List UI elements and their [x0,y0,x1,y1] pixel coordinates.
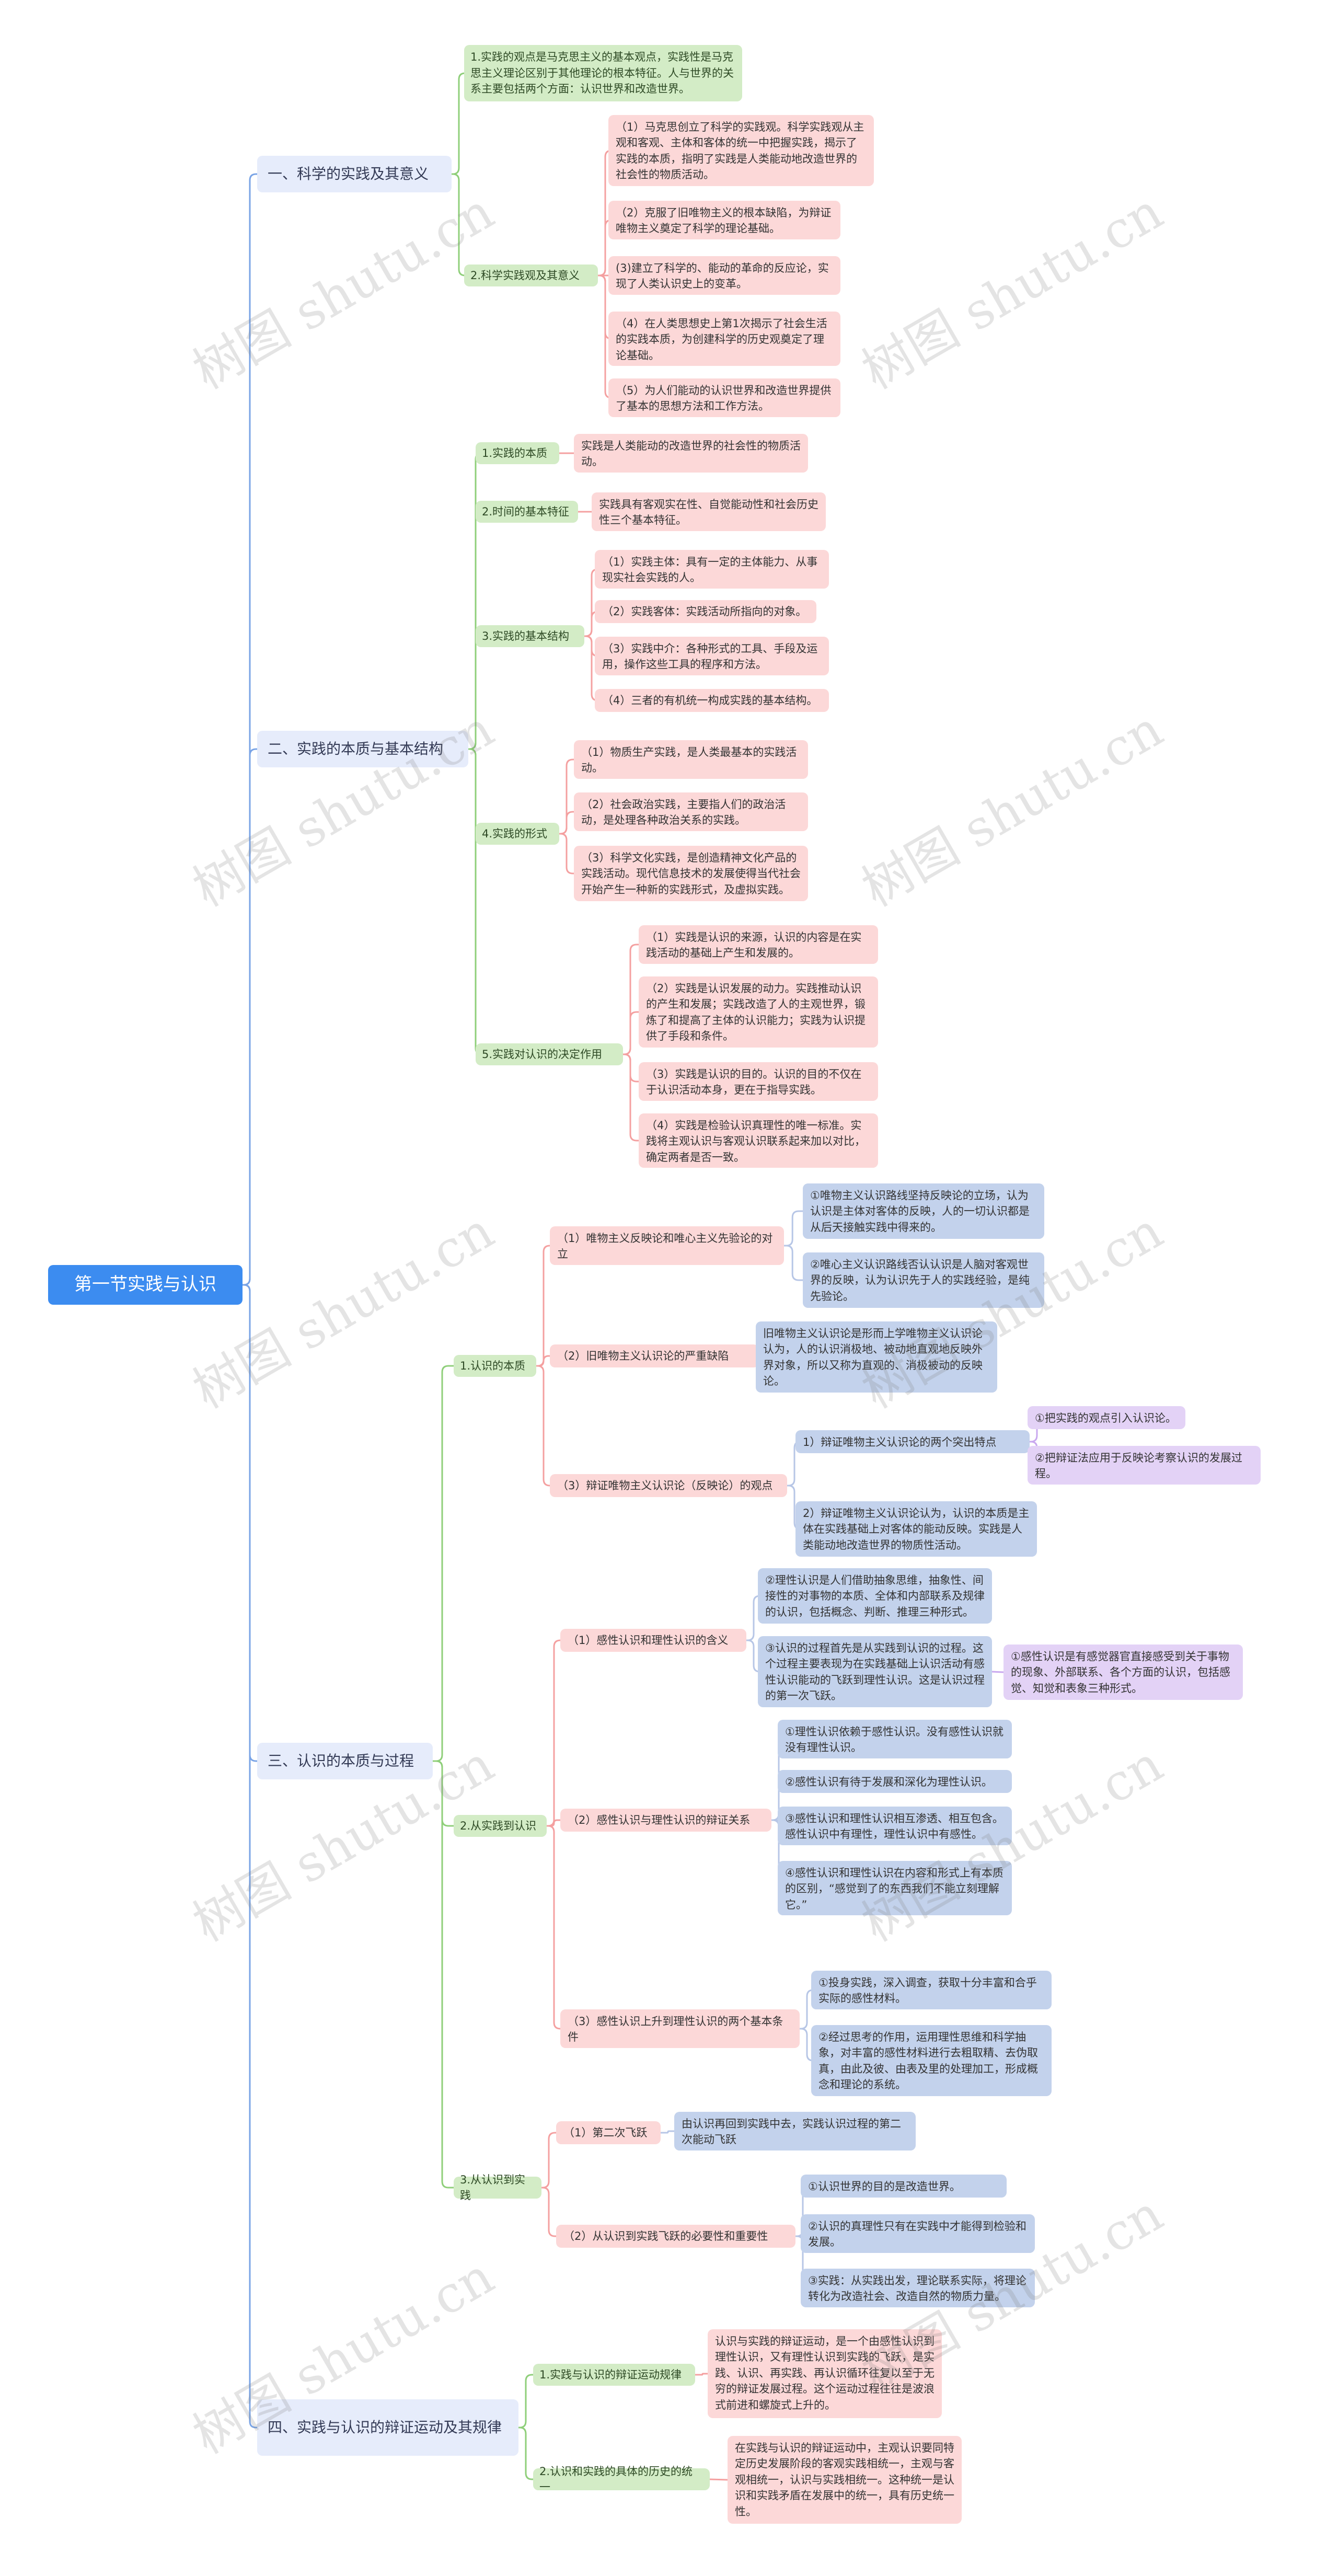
s3-a3-1[interactable]: 1）辩证唯物主义认识论的两个突出特点 [795,1430,1030,1453]
s3-b2-item-2[interactable]: ②感性认识有待于发展和深化为理性认识。 [778,1770,1012,1793]
s2-point-2[interactable]: 2.时间的基本特征 [476,501,578,523]
s3-a3-1-item-1[interactable]: ①把实践的观点引入认识论。 [1028,1406,1185,1429]
connector [559,811,574,835]
s3-a3[interactable]: （3）辩证唯物主义认识论（反映论）的观点 [550,1474,787,1497]
root-topic[interactable]: 第一节实践与认识 [48,1265,243,1305]
connector [243,1284,257,2429]
connector [452,72,466,175]
s2-point-5[interactable]: 5.实践对认识的决定作用 [476,1043,623,1065]
connector [518,2374,533,2429]
s3-c1-text[interactable]: 由认识再回到实践中去，实践认识过程的第二次能动飞跃 [674,2112,916,2150]
s2-point-3[interactable]: 3.实践的基本结构 [476,625,584,647]
s3-b1-item-2[interactable]: ③认识的过程首先是从实践到认识的过程。这个过程主要表现为在实践基础上认识活动有感… [758,1636,992,1707]
s3-b2-item-3[interactable]: ③感性认识和理性认识相互渗透、相互包含。感性认识中有理性，理性认识中有感性。 [778,1807,1012,1845]
s3-b3[interactable]: （3）感性认识上升到理性认识的两个基本条件 [560,2009,800,2048]
s4-p1-text[interactable]: 认识与实践的辩证运动，是一个由感性认识到理性认识，又有理性认识到实践的飞跃，是实… [708,2329,942,2418]
s2-p5-item-1[interactable]: （1）实践是认识的来源，认识的内容是在实践活动的基础上产生和发展的。 [639,925,878,964]
connector [784,1245,803,1281]
connector [623,1011,639,1055]
connector [518,2426,533,2480]
s2-point-4[interactable]: 4.实践的形式 [476,823,559,845]
connector [452,173,466,277]
s3-b1-item-1[interactable]: ②理性认识是人们借助抽象思维，抽象性、间接性的对事物的本质、全体和内部联系及规律… [758,1568,992,1624]
s3-point-1[interactable]: 1.认识的本质 [454,1355,536,1377]
s3-b3-item-2[interactable]: ②经过思考的作用，运用理性思维和科学抽象，对丰富的感性材料进行去粗取精、去伪取真… [811,2025,1052,2096]
s3-c2-item-1[interactable]: ①认识世界的目的是改造世界。 [801,2175,1007,2198]
s4-point-1[interactable]: 1.实践与认识的辩证运动规律 [533,2364,695,2386]
connector [433,1760,454,1827]
connector [784,1210,803,1247]
s3-a1[interactable]: （1）唯物主义反映论和唯心主义先验论的对立 [550,1226,784,1265]
s2-p3-item-4[interactable]: （4）三者的有机统一构成实践的基本结构。 [595,689,829,712]
connector [536,1365,550,1487]
s3-a2-text[interactable]: 旧唯物主义认识论是形而上学唯物主义认识论认为，人的认识消极地、被动地直观地反映外… [756,1321,997,1393]
connector [541,2187,556,2237]
s3-b1-sub[interactable]: ①感性认识是有感觉器官直接感受到关于事物的现象、外部联系、各个方面的认识，包括感… [1004,1644,1243,1700]
s2-p1-text[interactable]: 实践是人类能动的改造世界的社会性的物质活动。 [574,434,808,473]
connector [800,2028,814,2062]
connector [541,2132,556,2189]
s1-p2-item-2[interactable]: （2）克服了旧唯物主义的根本缺陷，为辩证唯物主义奠定了科学的理论基础。 [608,201,840,239]
s2-p4-item-2[interactable]: （2）社会政治实践，主要指人们的政治活动，是处理各种政治关系的实践。 [574,792,808,831]
s1-p2-item-1[interactable]: （1）马克思创立了科学的实践观。科学实践观从主观和客观、主体和客体的统一中把握实… [608,115,874,186]
s3-point-3[interactable]: 3.从认识到实践 [454,2174,541,2202]
s1-p2-item-5[interactable]: （5）为人们能动的认识世界和改造世界提供了基本的思想方法和工作方法。 [608,378,840,417]
s2-p4-item-1[interactable]: （1）物质生产实践，是人类最基本的实践活动。 [574,740,808,779]
connector [433,1365,454,1762]
s2-p3-item-1[interactable]: （1）实践主体：具有一定的主体能力、从事现实社会实践的人。 [595,550,829,589]
s3-a3-1-item-2[interactable]: ②把辩证法应用于反映论考察认识的发展过程。 [1028,1446,1261,1485]
s3-c2[interactable]: （2）从认识到实践飞跃的必要性和重要性 [556,2225,795,2248]
s2-p5-item-3[interactable]: （3）实践是认识的目的。认识的目的不仅在于认识活动本身，更在于指导实践。 [639,1062,878,1101]
s2-p2-text[interactable]: 实践具有客观实在性、自觉能动性和社会历史性三个基本特征。 [592,492,826,531]
s4-point-2[interactable]: 2.认识和实践的具体的历史的统一 [533,2465,710,2493]
connector [746,1639,760,1673]
connector [709,2478,728,2481]
s2-p5-item-2[interactable]: （2）实践是认识发展的动力。实践推动认识的产生和发展；实践改造了人的主观世界，锻… [639,976,878,1048]
connector [623,1053,639,1142]
s2-p4-item-3[interactable]: （3）科学文化实践，是创造精神文化产品的实践活动。现代信息技术的发展使得当代社会… [574,846,808,901]
connector [536,1245,550,1367]
s1-p2-item-4[interactable]: （4）在人类思想史上第1次揭示了社会生活的实践本质，为创建科学的历史观奠定了理论… [608,312,840,366]
connector [547,1639,561,1827]
section-3-title[interactable]: 三、认识的本质与过程 [257,1743,433,1779]
s3-a1-item-2[interactable]: ②唯心主义认识路线否认认识是人脑对客观世界的反映，认为认识先于人的实践经验，是纯… [803,1252,1044,1308]
s2-p3-item-3[interactable]: （3）实践中介：各种形式的工具、手段及运用，操作这些工具的程序和方法。 [595,637,829,675]
s3-c2-item-2[interactable]: ②认识的真理性只有在实践中才能得到检验和发展。 [801,2214,1035,2253]
connector [559,833,574,875]
s1-p2-item-3[interactable]: (3)建立了科学的、能动的革命的反应论，实现了人类认识史上的变革。 [608,256,840,295]
s3-c2-item-3[interactable]: ③实践：从实践出发，理论联系实际，将理论转化为改造社会、改造自然的物质力量。 [801,2269,1035,2307]
s3-c1[interactable]: （1）第二次飞跃 [556,2121,661,2144]
connector [468,635,482,750]
connector [243,748,257,1286]
connector [547,1825,561,2030]
s3-b1[interactable]: （1）感性认识和理性认识的含义 [560,1629,746,1652]
s3-a1-item-1[interactable]: ①唯物主义认识路线坚持反映论的立场，认为认识是主体对客体的反映，人的一切认识都是… [803,1183,1044,1239]
connector [661,2130,674,2134]
s2-p5-item-4[interactable]: （4）实践是检验认识真理性的唯一标准。实践将主观认识与客观认识联系起来加以对比，… [639,1113,878,1168]
s2-p3-item-2[interactable]: （2）实践客体：实践活动所指向的对象。 [595,600,816,623]
section-2-title[interactable]: 二、实践的本质与基本结构 [257,731,468,767]
s2-point-1[interactable]: 1.实践的本质 [476,442,559,464]
s1-point-2[interactable]: 2.科学实践观及其意义 [464,264,598,286]
s3-a3-2[interactable]: 2）辩证唯物主义认识论认为，认识的本质是主体在实践基础上对客体的能动反映。实践是… [795,1501,1037,1557]
s1-point-1[interactable]: 1.实践的观点是马克思主义的基本观点，实践性是马克思主义理论区别于其他理论的根本… [464,45,742,101]
s3-b3-item-1[interactable]: ①投身实践，深入调查，获取十分丰富和合乎实际的感性材料。 [811,1971,1052,2009]
connector [433,1760,454,2189]
s3-b2-item-1[interactable]: ①理性认识依赖于感性认识。没有感性认识就没有理性认识。 [778,1720,1012,1758]
s3-b2-item-4[interactable]: ④感性认识和理性认识在内容和形式上有本质的区别，“感觉到了的东西我们不能立刻理解… [778,1861,1012,1915]
section-4-title[interactable]: 四、实践与认识的辩证运动及其规律 [257,2399,518,2456]
s3-a2[interactable]: （2）旧唯物主义认识论的严重缺陷 [550,1344,759,1367]
connector [468,748,482,1055]
section-1-title[interactable]: 一、科学的实践及其意义 [257,156,452,192]
s3-b2[interactable]: （2）感性认识与理性认识的辩证关系 [560,1809,771,1832]
s3-point-2[interactable]: 2.从实践到认识 [454,1815,547,1837]
s4-p2-text[interactable]: 在实践与认识的辩证运动中，主观认识要同特定历史发展阶段的客观实践相统一，主观与客… [728,2436,962,2524]
connector [695,2373,708,2376]
connector [547,1819,560,1827]
